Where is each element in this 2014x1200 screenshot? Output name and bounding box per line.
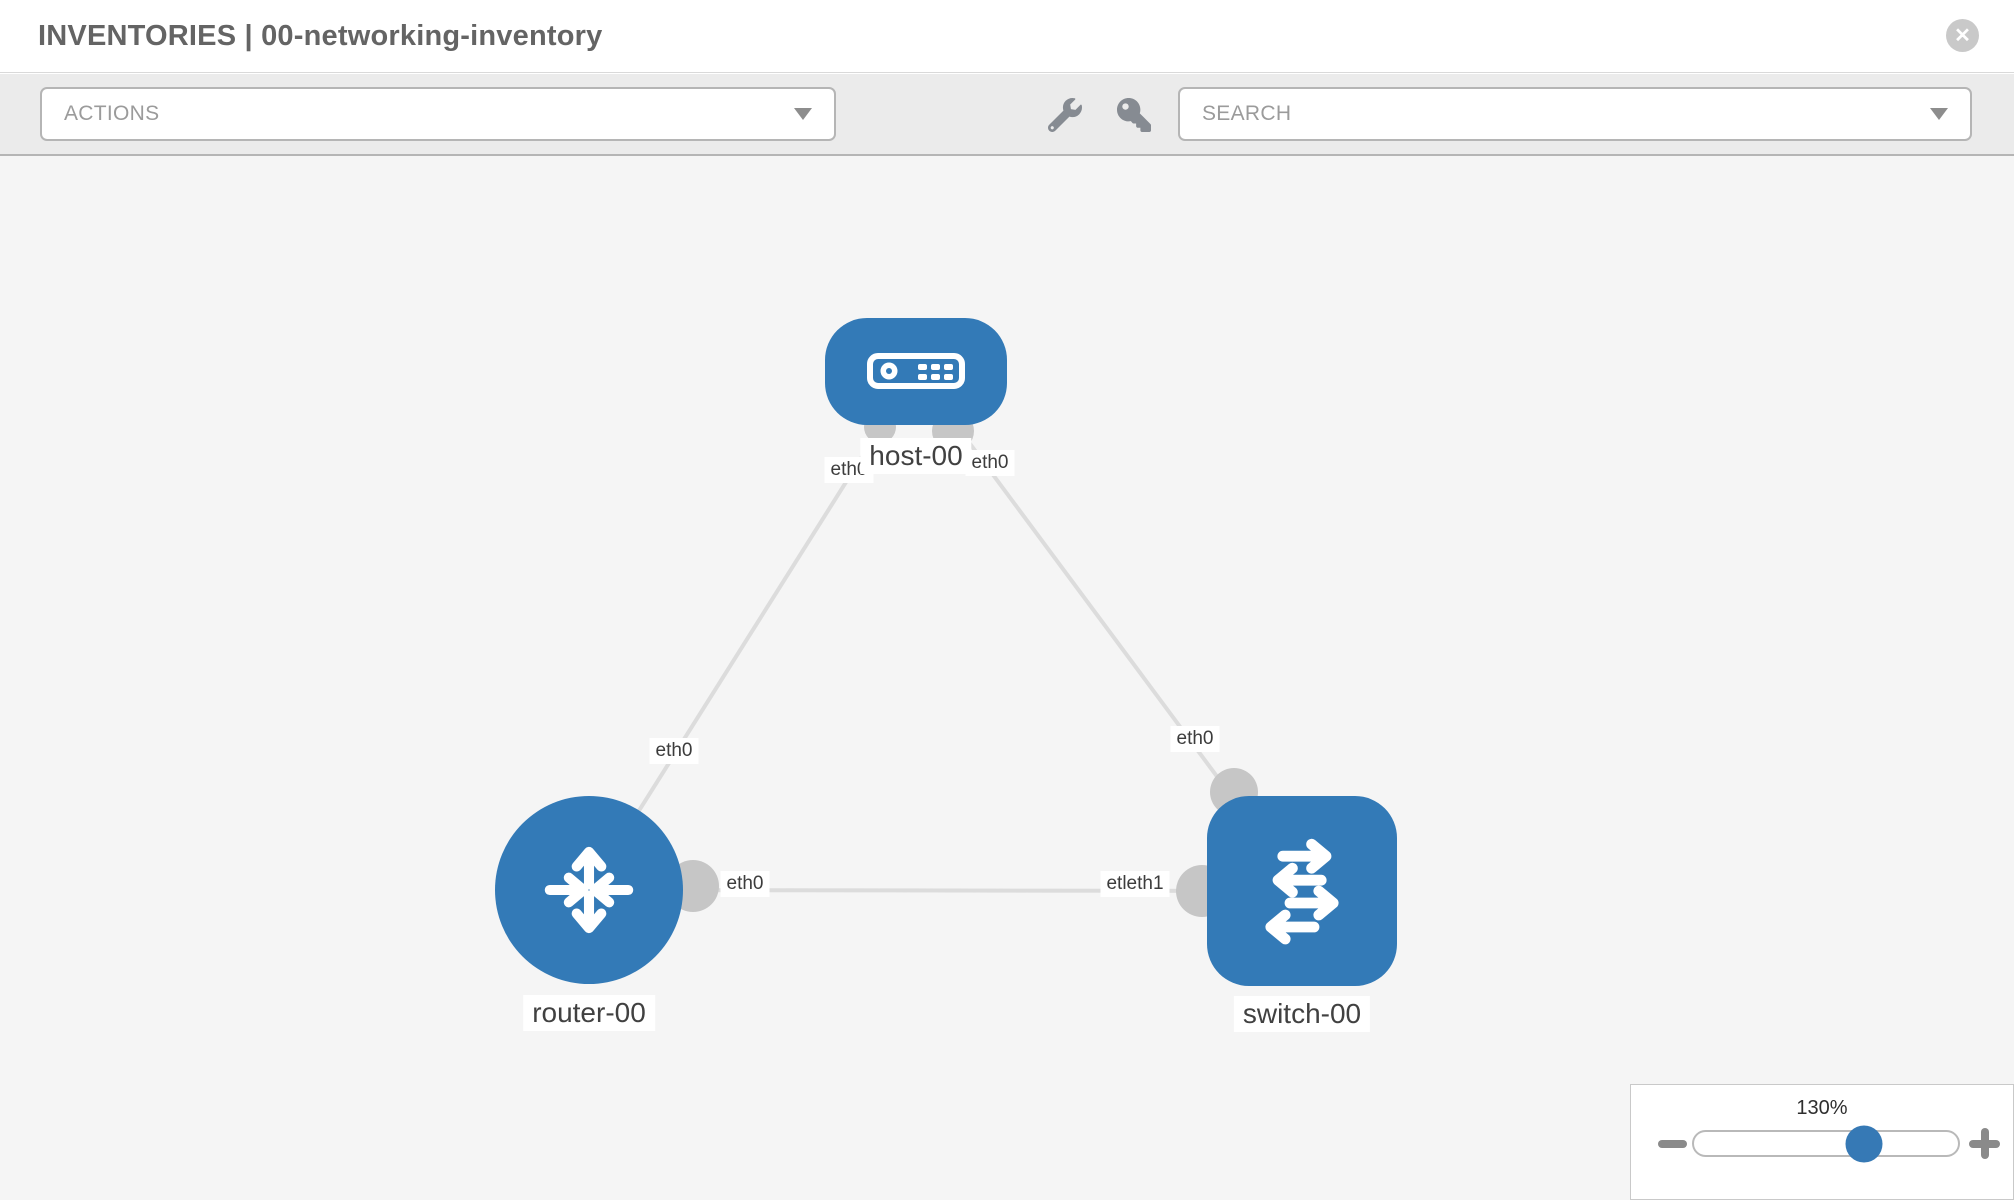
search-dropdown[interactable]: SEARCH — [1178, 87, 1972, 141]
interface-label: etleth1 — [1100, 871, 1170, 897]
topology-links-layer — [587, 369, 1304, 917]
interface-label: eth0 — [649, 738, 699, 764]
zoom-out-icon[interactable] — [1658, 1140, 1687, 1148]
switch-icon — [1265, 838, 1339, 945]
host-icon — [867, 353, 965, 389]
node-label-host-00: host-00 — [860, 438, 972, 474]
wrench-button[interactable] — [1046, 96, 1084, 134]
key-button[interactable] — [1115, 96, 1153, 134]
key-icon — [1117, 98, 1151, 132]
zoom-panel: 130% — [1630, 1084, 2014, 1200]
caret-down-icon — [1930, 108, 1948, 120]
node-label-switch-00: switch-00 — [1233, 996, 1371, 1032]
interface-label: eth0 — [720, 871, 770, 897]
search-dropdown-label: SEARCH — [1202, 102, 1292, 125]
wrench-icon — [1048, 98, 1082, 132]
page-header: INVENTORIES | 00-networking-inventory ✕ — [0, 0, 2014, 73]
zoom-in-icon[interactable] — [1969, 1128, 2000, 1159]
router-icon — [544, 846, 634, 934]
interface-label: eth0 — [1170, 726, 1220, 752]
node-router-00[interactable] — [495, 796, 683, 984]
interface-label: eth0 — [965, 450, 1015, 476]
actions-dropdown[interactable]: ACTIONS — [40, 87, 836, 141]
zoom-level-label: 130% — [1796, 1097, 1848, 1119]
zoom-slider[interactable] — [1692, 1125, 1960, 1162]
actions-dropdown-label: ACTIONS — [64, 102, 160, 125]
zoom-slider-thumb[interactable] — [1845, 1125, 1883, 1162]
toolbar: ACTIONS SEARCH — [0, 74, 2014, 156]
page-title: INVENTORIES | 00-networking-inventory — [38, 19, 603, 52]
node-switch-00[interactable] — [1207, 796, 1397, 986]
node-label-router-00: router-00 — [523, 995, 655, 1031]
caret-down-icon — [794, 108, 812, 120]
node-host-00[interactable] — [825, 317, 1007, 425]
close-icon[interactable]: ✕ — [1946, 19, 1979, 52]
